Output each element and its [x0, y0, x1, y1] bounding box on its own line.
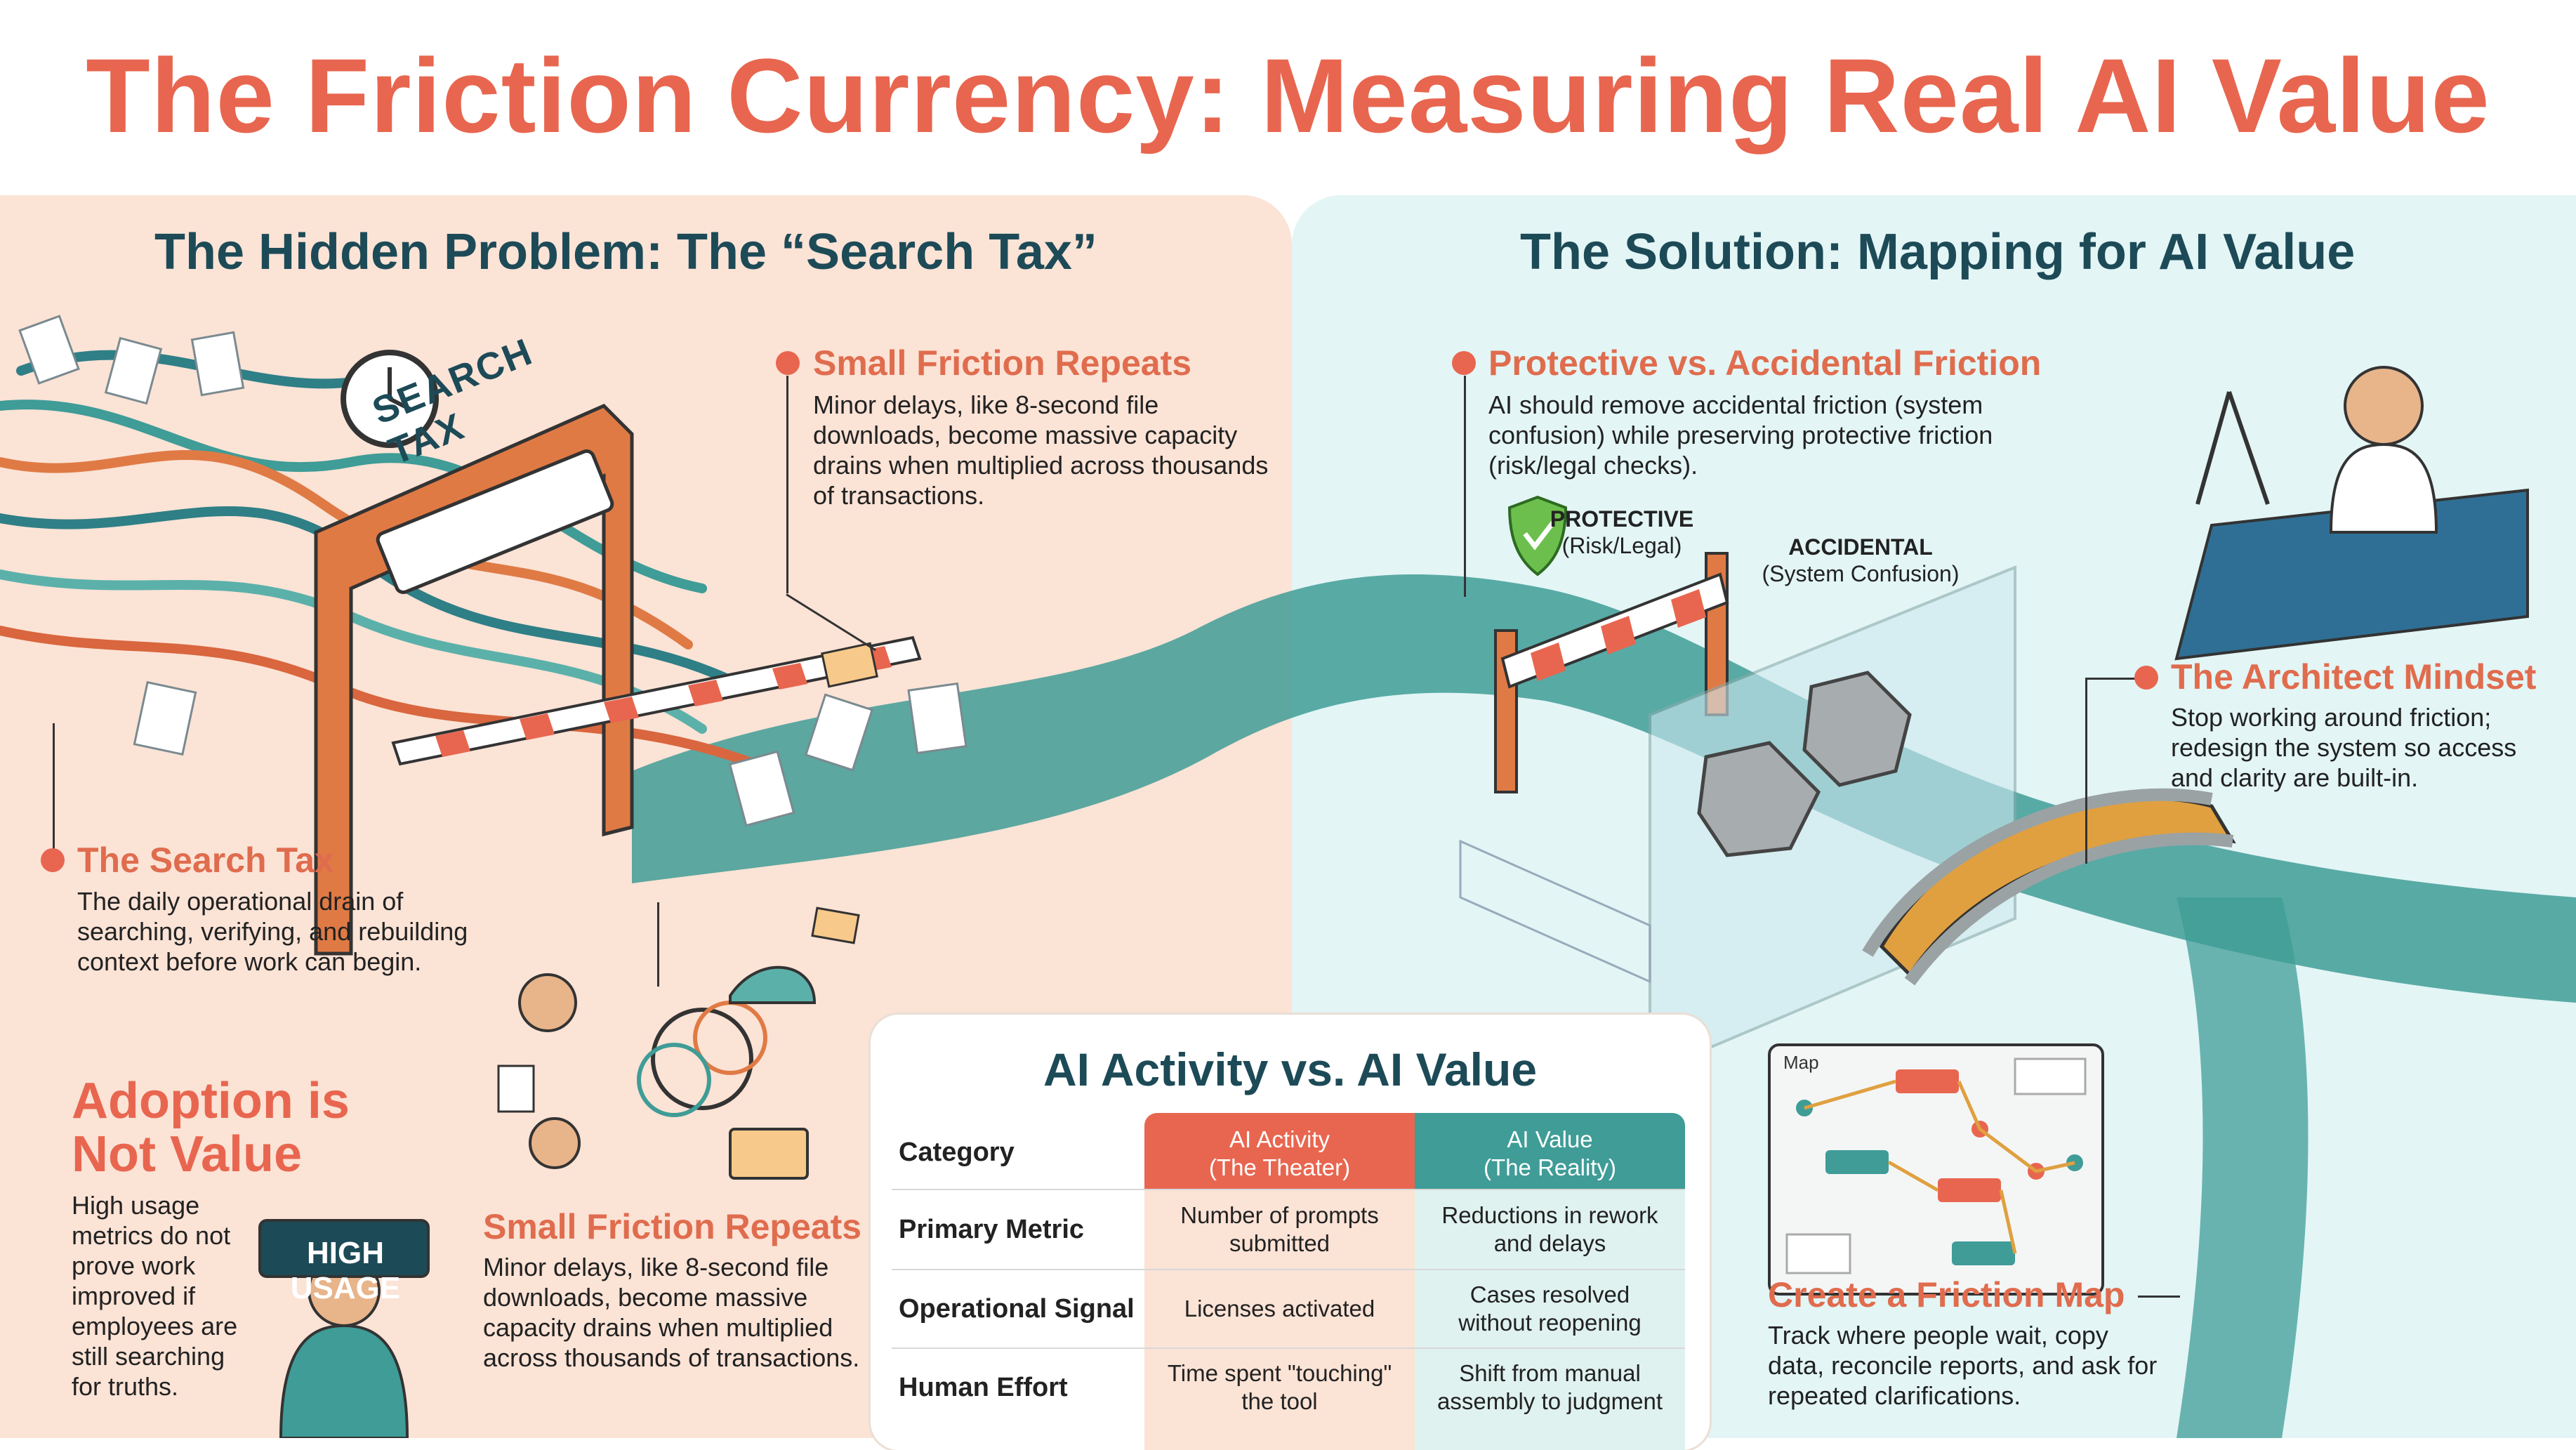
accidental-label-title: ACCIDENTAL — [1788, 534, 1933, 560]
search-tax-text: The daily operational drain of searching… — [77, 887, 468, 976]
leader-line-architect-h — [2085, 678, 2141, 680]
shield-icon — [1507, 495, 1568, 576]
table-row-0-value: Reductions in rework and delays — [1441, 1202, 1658, 1256]
adoption-text: High usage metrics do not prove work imp… — [72, 1191, 238, 1401]
teal-river — [632, 574, 2576, 1003]
illustration — [0, 315, 2576, 1438]
callout-dot — [776, 351, 800, 375]
friction-map-title: Create a Friction Map — [1768, 1275, 2125, 1314]
accidental-label-sub: (System Confusion) — [1762, 561, 1960, 586]
table-title: AI Activity vs. AI Value — [1043, 1043, 1538, 1095]
search-tax-gate — [314, 404, 922, 956]
left-section-heading: The Hidden Problem: The “Search Tax” — [154, 224, 1097, 280]
callout-top-title: Small Friction Repeats — [813, 343, 1192, 383]
architect-text: Stop working around friction; redesign t… — [2171, 703, 2517, 792]
search-tax-title: The Search Tax — [77, 841, 334, 880]
friction-map-card — [1768, 1043, 2104, 1296]
high-usage-sign: HIGH USAGE — [290, 1236, 401, 1305]
table-row-2-activity: Time spent "touching" the tool — [1167, 1360, 1392, 1414]
value-header-label: AI Value — [1507, 1126, 1593, 1152]
callout-top-text: Minor delays, like 8-second file downloa… — [813, 390, 1269, 510]
callout-bottom-title: Small Friction Repeats — [483, 1207, 862, 1246]
friction-map-text: Track where people wait, copy data, reco… — [1768, 1321, 2158, 1410]
callout-dot — [2134, 666, 2158, 690]
leader-line-bottom — [657, 902, 659, 987]
table-row-2-category: Human Effort — [899, 1372, 1068, 1402]
leader-line-search-tax — [53, 723, 55, 857]
protective-callout-title: Protective vs. Accidental Friction — [1488, 343, 2042, 383]
value-column-bg — [1415, 1189, 1685, 1450]
value-header-sub: (The Reality) — [1484, 1154, 1616, 1180]
envelope-icon — [811, 642, 879, 944]
leader-line-architect — [2085, 678, 2087, 864]
teal-river-lower — [2177, 897, 2309, 1438]
table-divider — [892, 1189, 1685, 1190]
protective-callout-text: AI should remove accidental friction (sy… — [1488, 390, 1993, 480]
leader-line-map — [2138, 1296, 2180, 1298]
person-high-usage — [258, 1219, 430, 1438]
protective-label-sub: (Risk/Legal) — [1561, 533, 1682, 558]
table-divider — [892, 1269, 1685, 1270]
activity-header-label: AI Activity — [1229, 1126, 1330, 1152]
table-header-activity: AI Activity (The Theater) — [1144, 1113, 1415, 1189]
protective-label: PROTECTIVE (Risk/Legal) — [1538, 506, 1706, 559]
table-row-2-value: Shift from manual assembly to judgment — [1437, 1360, 1663, 1414]
leader-line-protective — [1464, 376, 1466, 597]
map-card-label: Map — [1783, 1052, 1819, 1073]
leader-line-top — [786, 376, 788, 593]
right-section-heading: The Solution: Mapping for AI Value — [1520, 224, 2356, 280]
table-row-1-category: Operational Signal — [899, 1293, 1135, 1324]
adoption-title: Adoption is Not Value — [72, 1073, 350, 1182]
activity-header-sub: (The Theater) — [1208, 1154, 1351, 1180]
table-row-1-value: Cases resolved without reopening — [1458, 1281, 1642, 1336]
page-title: The Friction Currency: Measuring Real AI… — [86, 37, 2490, 154]
floating-documents — [18, 315, 967, 827]
rocks — [1697, 671, 1912, 857]
activity-column-bg — [1144, 1189, 1415, 1450]
callout-dot — [41, 848, 65, 872]
callout-bottom-text: Minor delays, like 8-second file downloa… — [483, 1253, 860, 1372]
callout-dot — [1452, 351, 1476, 375]
table-header-category: Category — [899, 1138, 1015, 1167]
table-row-1-activity: Licenses activated — [1184, 1296, 1375, 1322]
protective-label-title: PROTECTIVE — [1550, 506, 1694, 532]
table-divider — [892, 1347, 1685, 1349]
table-header-value: AI Value (The Reality) — [1415, 1113, 1685, 1189]
table-row-0-category: Primary Metric — [899, 1214, 1085, 1244]
table-row-0-activity: Number of prompts submitted — [1180, 1202, 1379, 1256]
bridge — [1862, 788, 2236, 986]
tech-icons-cluster — [497, 965, 817, 1180]
clock-icon — [341, 350, 439, 448]
architect-title: The Architect Mindset — [2171, 657, 2537, 697]
comparison-table-card: AI Activity vs. AI Value Category AI Act… — [871, 1015, 1710, 1450]
accidental-label: ACCIDENTAL (System Confusion) — [1748, 534, 1973, 587]
architect-figure — [2174, 366, 2529, 661]
